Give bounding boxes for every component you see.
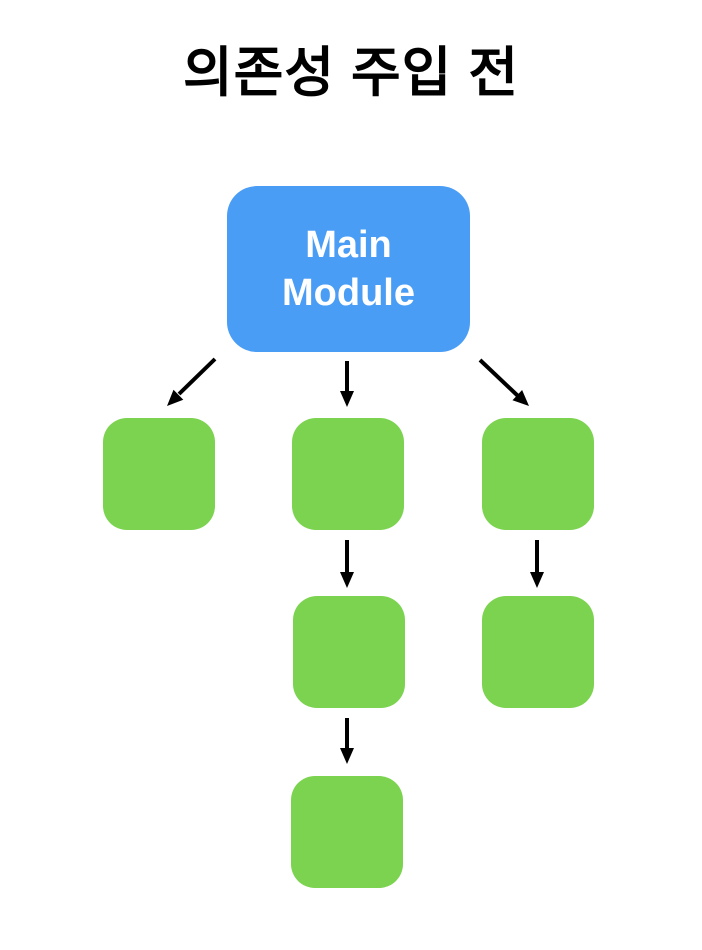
dependency-node-mid-3 [291, 776, 403, 888]
arrow-mid1-to-mid2 [340, 540, 354, 588]
diagram-title: 의존성 주입 전 [182, 43, 520, 103]
arrow-mid2-to-mid3 [340, 718, 354, 764]
dependency-node-right-2 [482, 596, 594, 708]
arrow-right1-to-right2 [530, 540, 544, 588]
dependency-node-mid-1 [292, 418, 404, 530]
dependency-node-left-1 [103, 418, 215, 530]
arrow-main-to-mid [340, 361, 354, 407]
dependency-node-right-1 [482, 418, 594, 530]
arrow-main-to-left [167, 357, 217, 406]
dependency-node-mid-2 [293, 596, 405, 708]
arrow-main-to-right [478, 358, 529, 406]
main-module-node: Main Module [227, 186, 470, 352]
